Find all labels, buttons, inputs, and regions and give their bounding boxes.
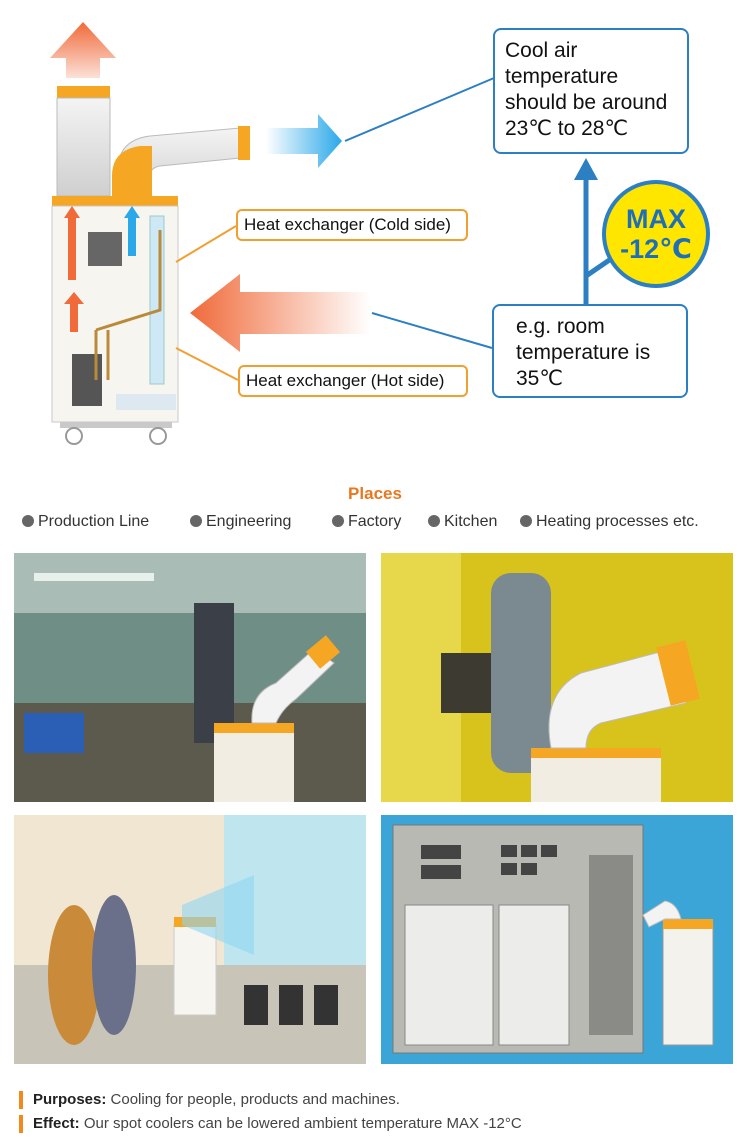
cold-side-label: Heat exchanger (Cold side) bbox=[236, 209, 468, 241]
max-badge-line-2: -12℃ bbox=[620, 234, 692, 264]
bullet-icon bbox=[428, 515, 440, 527]
max-badge-line-1: MAX bbox=[626, 204, 686, 234]
engineering-photo bbox=[381, 553, 733, 802]
photo-kitchen bbox=[14, 815, 366, 1064]
max-badge-text: MAX -12℃ bbox=[604, 204, 708, 264]
cool-air-line-4: 23℃ to 28℃ bbox=[505, 117, 629, 140]
photo-production-line bbox=[14, 553, 366, 802]
photo-engineering bbox=[381, 553, 733, 802]
place-production-line: Production Line bbox=[22, 513, 149, 531]
heating-processes-illustration bbox=[381, 815, 733, 1064]
room-air-arrow bbox=[190, 274, 370, 352]
effect-line: Effect: Our spot coolers can be lowered … bbox=[19, 1115, 522, 1133]
effect-label: Effect: bbox=[33, 1115, 80, 1132]
bullet-icon bbox=[520, 515, 532, 527]
cool-air-arrow bbox=[266, 114, 342, 168]
max-badge bbox=[602, 180, 710, 288]
cool-air-line-3: should be around bbox=[505, 91, 668, 114]
purposes-label: Purposes: bbox=[33, 1091, 107, 1108]
cooling-diagram: Heat exchanger (Cold side) Heat exchange… bbox=[0, 0, 750, 460]
room-temp-line-2: temperature is bbox=[516, 341, 651, 364]
place-heating-processes: Heating processes etc. bbox=[520, 513, 699, 531]
bullet-icon bbox=[332, 515, 344, 527]
room-temp-line-1: e.g. room bbox=[516, 315, 605, 338]
cool-air-line-1: Cool air bbox=[505, 39, 578, 62]
leader-lines bbox=[175, 77, 495, 381]
bullet-icon bbox=[190, 515, 202, 527]
cooler-unit bbox=[51, 196, 179, 445]
cooling-diagram-illustration bbox=[50, 22, 710, 445]
place-kitchen: Kitchen bbox=[428, 513, 497, 531]
effect-text: Our spot coolers can be lowered ambient … bbox=[83, 1115, 522, 1132]
cool-air-line-2: temperature bbox=[505, 65, 619, 88]
places-list: Production Line Engineering Factory Kitc… bbox=[0, 513, 750, 535]
purposes-line: Purposes: Cooling for people, products a… bbox=[19, 1091, 400, 1109]
production-line-photo bbox=[14, 553, 366, 802]
room-temperature-box: e.g. room temperature is 35℃ bbox=[492, 304, 688, 398]
bullet-icon bbox=[22, 515, 34, 527]
hot-side-label: Heat exchanger (Hot side) bbox=[238, 365, 468, 397]
place-factory: Factory bbox=[332, 513, 401, 531]
photo-heating-processes bbox=[381, 815, 733, 1064]
exhaust-duct bbox=[56, 86, 111, 197]
exhaust-arrow bbox=[50, 22, 116, 78]
places-title: Places bbox=[348, 484, 402, 503]
kitchen-illustration bbox=[14, 815, 366, 1064]
place-engineering: Engineering bbox=[190, 513, 291, 531]
cool-air-temperature-box: Cool air temperature should be around 23… bbox=[493, 28, 689, 154]
purposes-text: Cooling for people, products and machine… bbox=[110, 1091, 400, 1108]
cool-air-duct bbox=[112, 126, 250, 199]
room-temp-line-3: 35℃ bbox=[516, 367, 563, 390]
